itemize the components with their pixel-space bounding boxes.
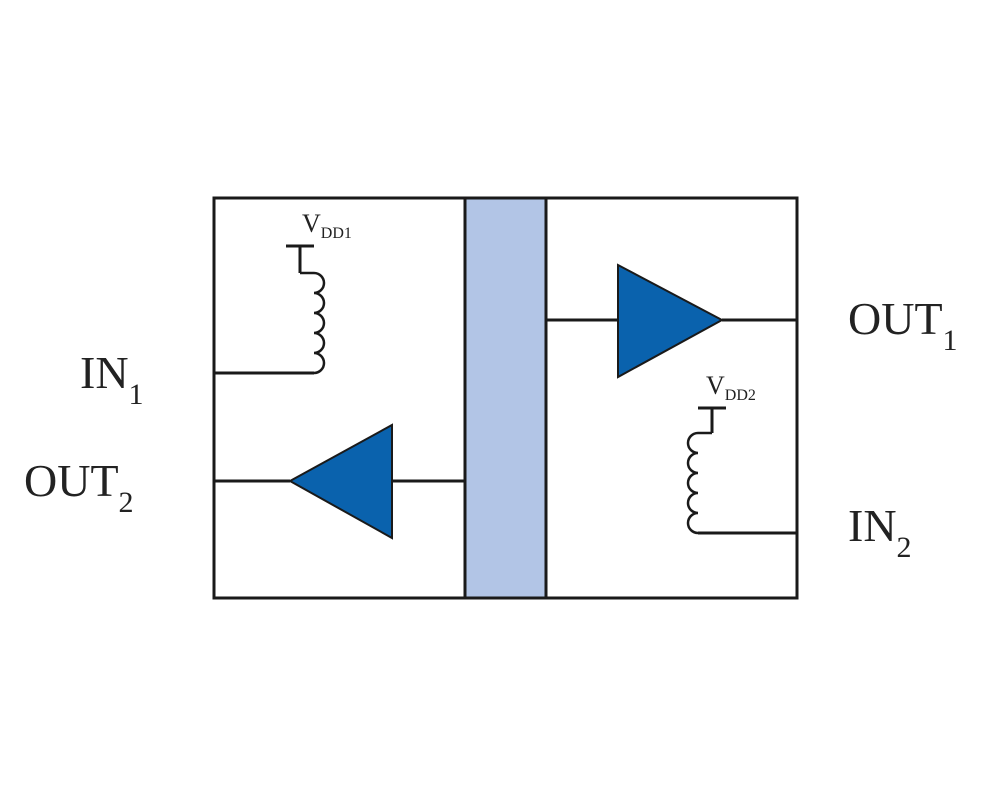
center-block — [463, 196, 548, 600]
inductor-icon — [300, 271, 326, 375]
vdd2-label-sub: DD2 — [725, 387, 756, 404]
in1-label-sub: 1 — [129, 378, 144, 411]
vdd2-label-main: V — [706, 371, 725, 400]
vdd1-label-sub: DD1 — [321, 225, 352, 242]
vdd1-label: VDD1 — [302, 209, 352, 242]
inductor-icon — [686, 431, 712, 535]
in2-label-main: IN — [848, 500, 897, 551]
vdd2-inductor-branch — [686, 406, 797, 535]
out2-label-sub: 2 — [119, 486, 134, 519]
in1-label-main: IN — [80, 347, 129, 398]
out2-label-main: OUT — [24, 455, 119, 506]
vdd1-inductor-branch — [214, 244, 326, 375]
in2-label-sub: 2 — [897, 531, 912, 564]
amplifier-triangle-icon — [617, 263, 725, 379]
out1-label-main: OUT — [848, 293, 943, 344]
in2-label: IN2 — [848, 500, 912, 564]
out1-amplifier-branch — [546, 263, 797, 379]
out2-label: OUT2 — [24, 455, 134, 519]
out1-label-sub: 1 — [943, 324, 958, 357]
vdd2-label: VDD2 — [706, 371, 756, 404]
out1-label: OUT1 — [848, 293, 958, 357]
out2-amplifier-branch — [214, 423, 465, 540]
in1-label: IN1 — [80, 347, 144, 411]
amplifier-triangle-icon — [287, 423, 393, 540]
vdd1-label-main: V — [302, 209, 321, 238]
